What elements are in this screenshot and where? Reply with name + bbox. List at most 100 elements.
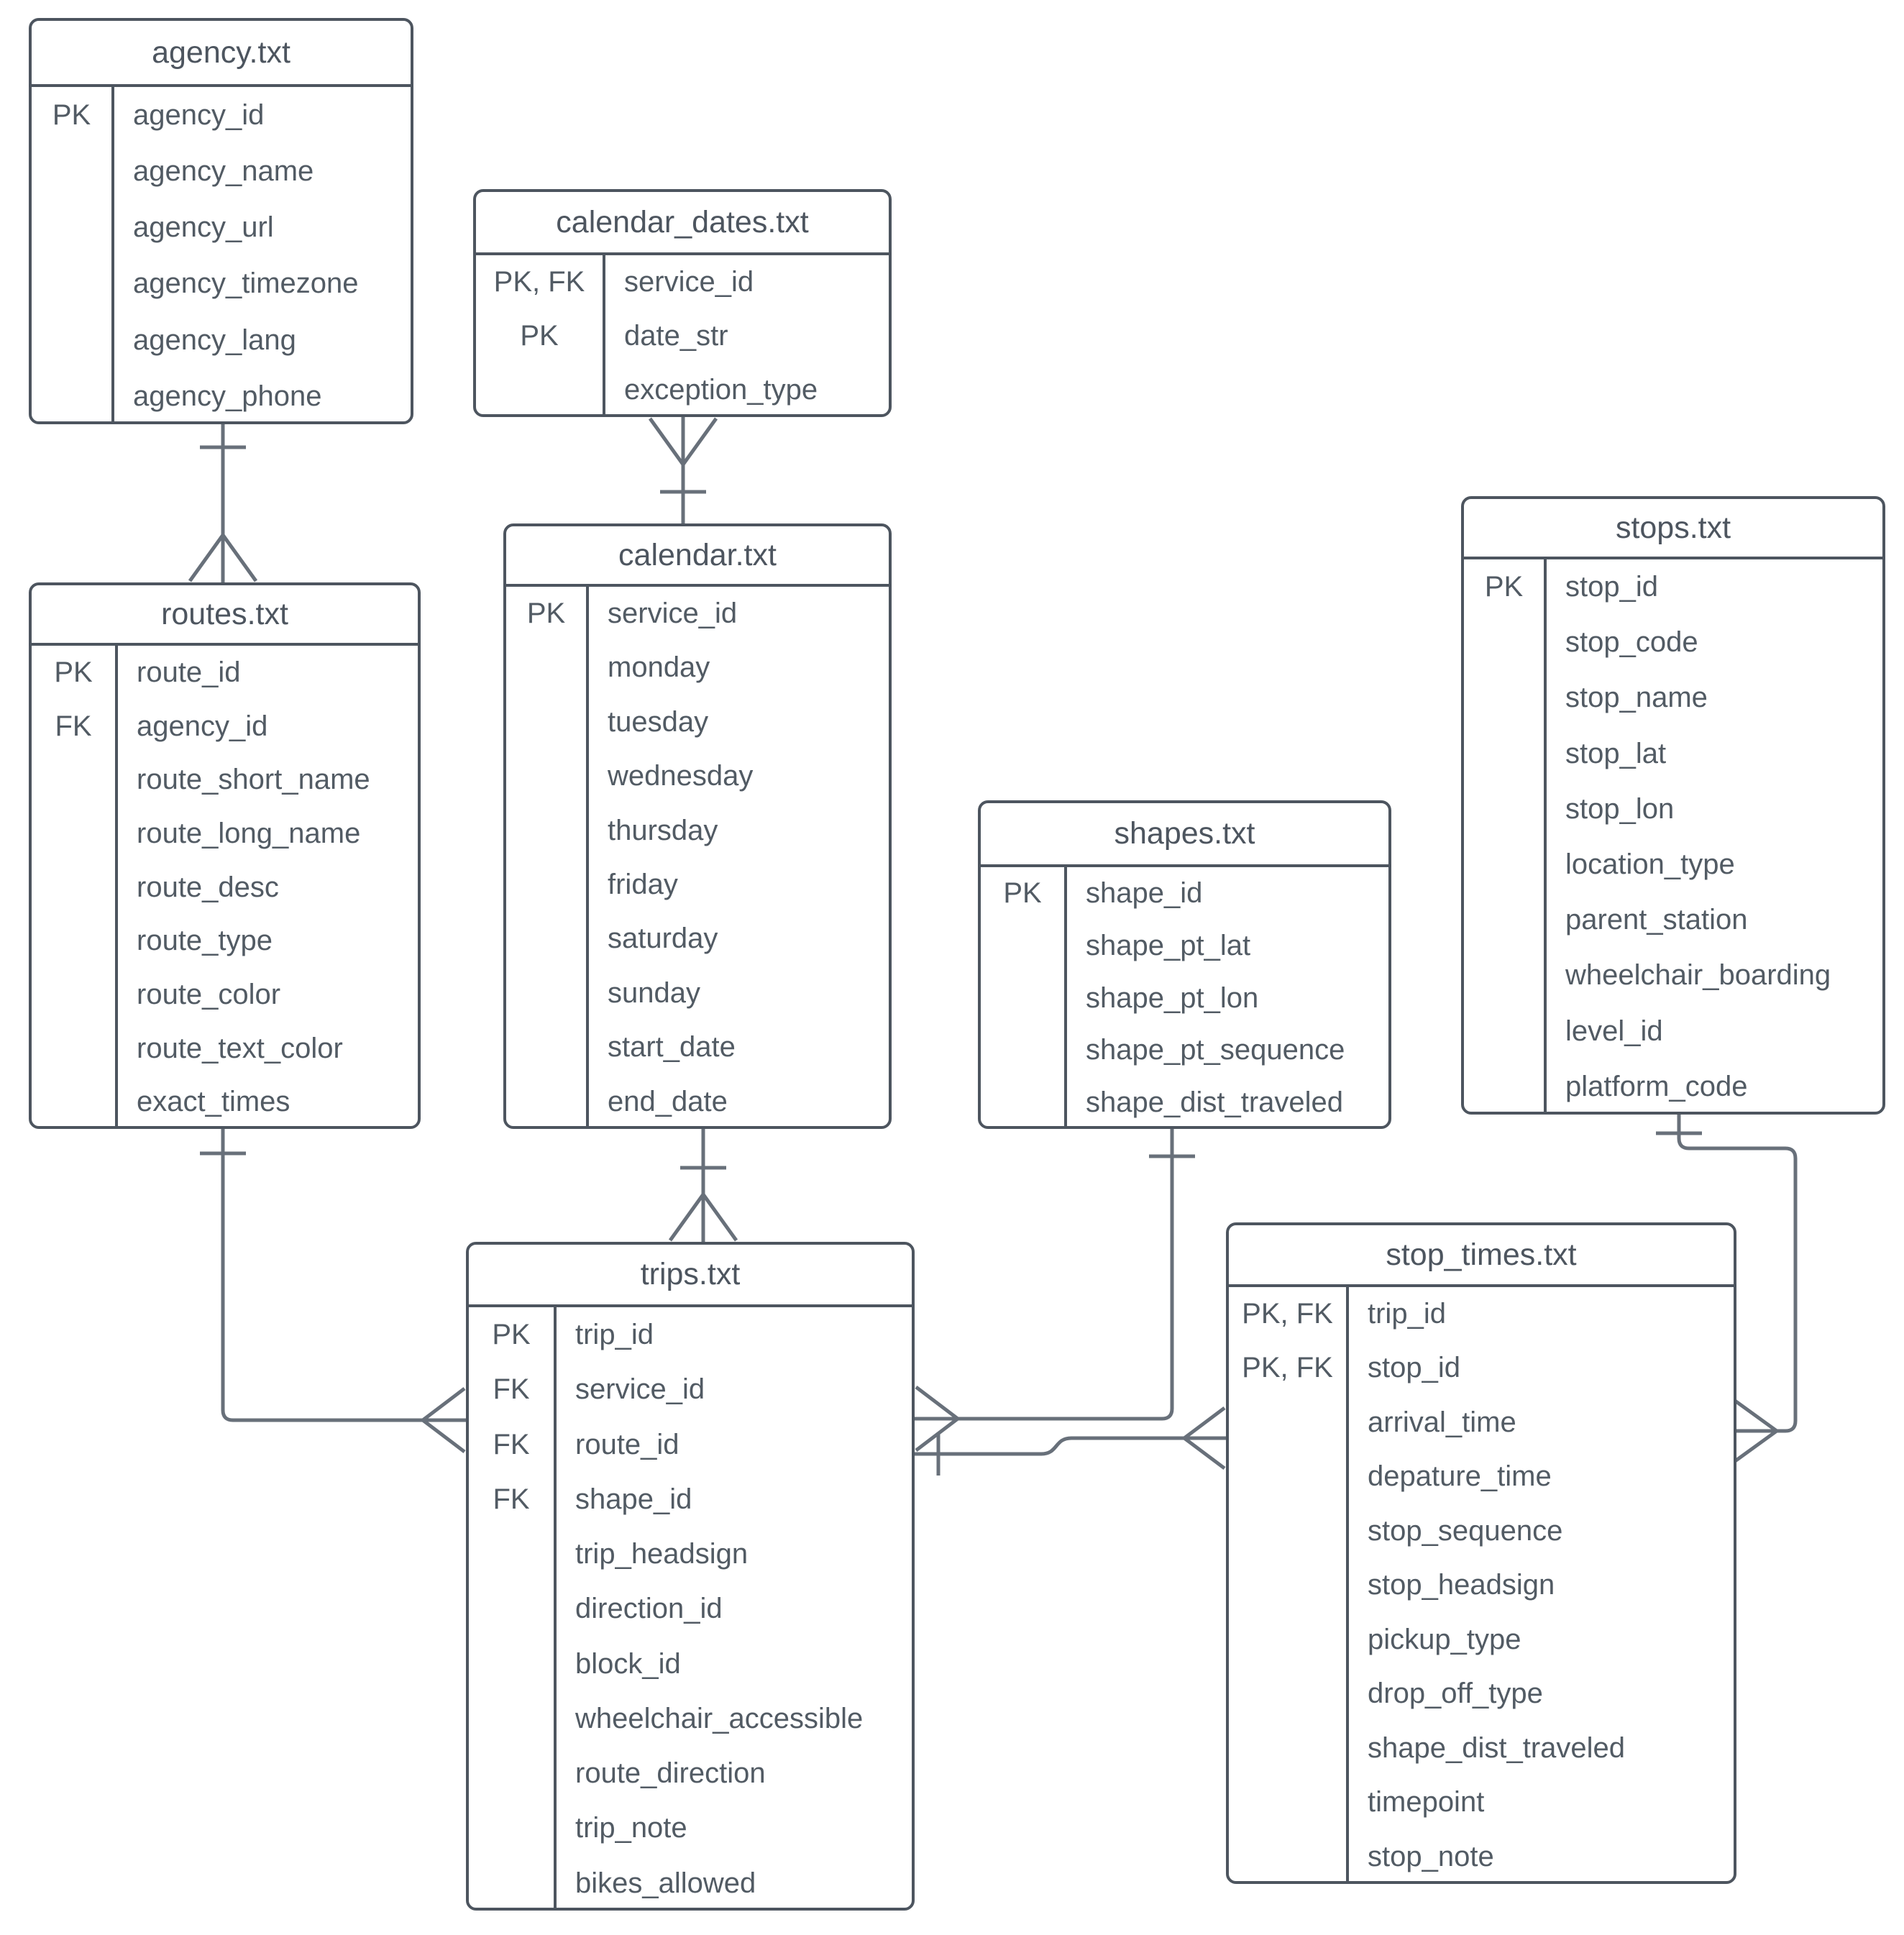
key-label — [32, 753, 115, 807]
connector-stops-stop_times — [1656, 1115, 1798, 1463]
field-name: stop_note — [1368, 1840, 1494, 1872]
key-label — [32, 807, 115, 861]
key-label — [469, 1581, 554, 1636]
crow-foot-many-marker — [1183, 1406, 1226, 1470]
relationship-line — [1677, 1115, 1798, 1433]
key-label — [506, 1020, 586, 1074]
relationship-line — [915, 1436, 1226, 1456]
key-label — [476, 363, 603, 417]
table-title: calendar_dates.txt — [476, 192, 889, 255]
crow-foot-many-marker — [188, 534, 258, 582]
key-label — [506, 858, 586, 912]
field-name: stop_headsign — [1368, 1569, 1555, 1601]
field-name: shape_pt_lat — [1086, 929, 1251, 961]
key-label: FK — [55, 710, 92, 742]
field-name: direction_id — [575, 1593, 723, 1625]
field-name: stop_code — [1565, 626, 1698, 659]
field-name: agency_url — [133, 211, 274, 244]
key-label — [1229, 1775, 1346, 1829]
key-label: FK — [493, 1373, 530, 1406]
key-column: PK — [506, 587, 589, 1129]
crow-foot-many-marker — [1734, 1399, 1778, 1463]
field-name: start_date — [608, 1031, 736, 1063]
field-name: wheelchair_accessible — [575, 1702, 864, 1734]
key-label — [506, 749, 586, 803]
field-name: timepoint — [1368, 1786, 1485, 1819]
field-name: friday — [608, 868, 678, 900]
key-label — [32, 968, 115, 1022]
field-name: parent_station — [1565, 904, 1748, 936]
key-label — [32, 861, 115, 915]
key-label — [1229, 1504, 1346, 1558]
key-label — [1464, 948, 1544, 1003]
field-name: shape_id — [1086, 877, 1203, 909]
key-label — [1464, 837, 1544, 892]
field-name: service_id — [608, 598, 738, 629]
key-label: PK — [54, 657, 93, 688]
key-label — [469, 1856, 554, 1911]
field-name: date_str — [624, 320, 728, 352]
key-label: PK — [1003, 877, 1042, 909]
connector-routes-trips — [200, 1129, 466, 1453]
key-label — [506, 912, 586, 966]
field-name: shape_id — [575, 1483, 692, 1515]
field-name: sunday — [608, 976, 700, 1009]
field-name: trip_headsign — [575, 1538, 749, 1570]
key-label: PK — [526, 598, 566, 629]
table-title: trips.txt — [469, 1245, 912, 1307]
field-name: wheelchair_boarding — [1565, 959, 1831, 992]
field-name: trip_note — [575, 1812, 687, 1844]
field-name: stop_id — [1368, 1352, 1460, 1384]
key-label — [32, 368, 111, 424]
field-name: wednesday — [608, 760, 754, 792]
key-column: PK — [981, 867, 1067, 1129]
field-name: bikes_allowed — [575, 1867, 756, 1899]
key-label — [32, 143, 111, 199]
connector-trips-stop_times — [915, 1406, 1226, 1476]
key-label — [32, 914, 115, 968]
key-label — [1464, 782, 1544, 837]
field-name: drop_off_type — [1368, 1678, 1543, 1710]
crow-foot-many-marker — [668, 1193, 738, 1242]
field-name: agency_lang — [133, 324, 296, 356]
field-name: route_color — [137, 978, 281, 1010]
field-name: trip_id — [1368, 1298, 1446, 1330]
key-label: PK, FK — [1242, 1352, 1333, 1384]
key-label — [32, 199, 111, 255]
field-name: shape_dist_traveled — [1368, 1732, 1626, 1764]
field-name: stop_lat — [1565, 737, 1667, 769]
table-title: stop_times.txt — [1229, 1225, 1734, 1287]
key-label — [981, 1076, 1064, 1129]
key-label — [32, 312, 111, 368]
connector-agency-routes — [188, 424, 258, 582]
field-name: arrival_time — [1368, 1406, 1516, 1438]
field-name: route_direction — [575, 1757, 766, 1790]
field-name: depature_time — [1368, 1460, 1552, 1493]
key-column: PK FK — [32, 646, 118, 1129]
table-title: calendar.txt — [506, 526, 889, 587]
field-name: agency_timezone — [133, 267, 359, 300]
field-name: route_long_name — [137, 817, 361, 849]
field-name: agency_phone — [133, 380, 322, 412]
key-label — [1229, 1613, 1346, 1667]
key-label: FK — [493, 1483, 530, 1515]
key-column: PK — [32, 87, 114, 424]
field-name: trip_id — [575, 1319, 654, 1350]
field-name: route_type — [137, 925, 273, 957]
field-name: thursday — [608, 814, 718, 846]
field-name: stop_id — [1565, 571, 1658, 603]
field-name: route_text_color — [137, 1032, 343, 1064]
key-label: PK — [492, 1319, 531, 1350]
table-title: agency.txt — [32, 21, 411, 87]
key-label — [32, 1022, 115, 1076]
